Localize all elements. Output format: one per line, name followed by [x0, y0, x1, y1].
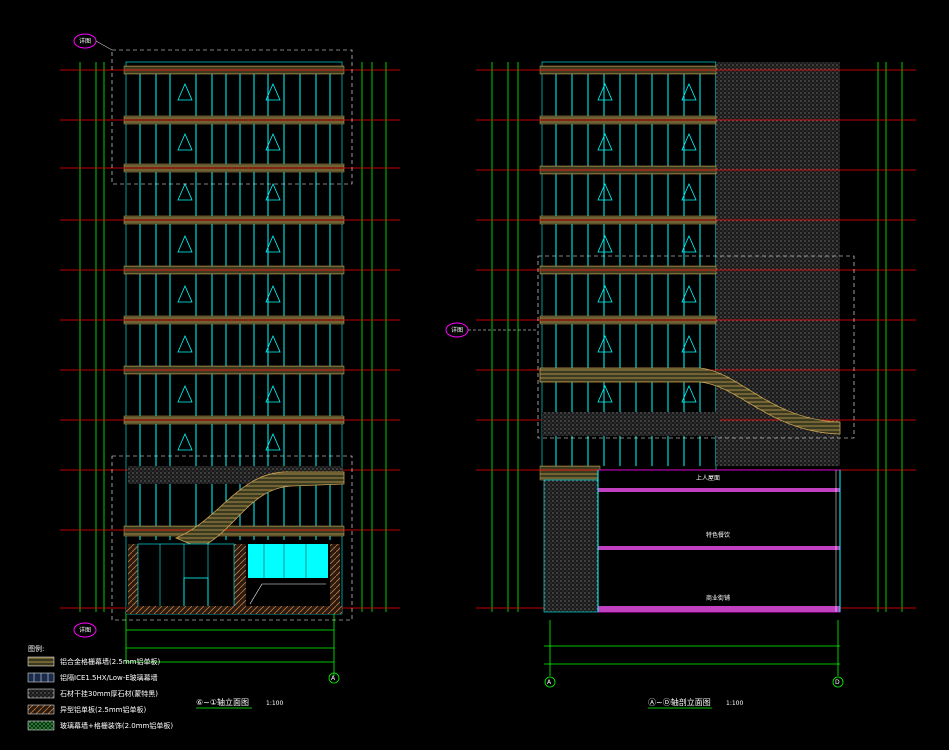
- legend-item: 异型铝单板(2.5mm铝单板): [27, 704, 147, 715]
- left-curved-canopy: [174, 471, 345, 549]
- left-building-facade: [125, 61, 343, 615]
- legend-item: 铝隔ICE1.5HX/Low-E玻璃幕墙: [27, 672, 158, 683]
- right-title-text: Ⓐ~Ⓓ轴剖立面图: [648, 697, 711, 707]
- right-axis-bubble-end: D: [832, 676, 844, 688]
- right-podium-section: [543, 469, 841, 613]
- left-drawing-title: ⑥~①轴立面图 1:100: [196, 697, 283, 709]
- right-elevation: 上人屋面 特色餐饮 商业街铺 详图 A D Ⓐ~Ⓓ轴剖立面图 1:100: [445, 61, 916, 709]
- left-callout-top: 详图: [73, 33, 113, 51]
- right-drawing-title: Ⓐ~Ⓓ轴剖立面图 1:100: [648, 697, 743, 709]
- left-floor-level-lines: [60, 69, 400, 609]
- legend-item: 玻璃幕墙+格栅装饰(2.0mm铝单板): [27, 720, 173, 731]
- legend-heading: 图例:: [28, 644, 44, 653]
- left-callout-bottom-label: 详图: [79, 626, 91, 634]
- right-window-markers: [597, 83, 697, 403]
- left-axis-bubble: A: [328, 672, 340, 684]
- legend-swatch-aluminum: [27, 704, 55, 715]
- right-axis-bubble-start: A: [544, 676, 556, 688]
- right-dimension-lines: [491, 62, 903, 676]
- left-title-text: ⑥~①轴立面图: [196, 697, 249, 707]
- left-axis-end-label: A: [331, 675, 336, 682]
- left-ground-floor: [126, 543, 342, 614]
- left-elevation: 详图 详图 A ⑥~①轴立面图 1:100: [60, 33, 400, 709]
- legend: 图例: 铝合金格栅幕墙(2.5mm铝单板) 铝隔ICE1.5HX/Low-E玻璃…: [27, 644, 173, 731]
- legend-item-label: 铝合金格栅幕墙(2.5mm铝单板): [60, 657, 161, 666]
- right-scale-text: 1:100: [726, 700, 743, 707]
- legend-item-label: 异型铝单板(2.5mm铝单板): [60, 705, 147, 714]
- left-detail-box-bottom: [111, 455, 353, 621]
- left-detail-box-top: [111, 49, 353, 185]
- legend-item-label: 铝隔ICE1.5HX/Low-E玻璃幕墙: [60, 673, 158, 682]
- left-callout-bottom: 详图: [73, 622, 97, 638]
- left-window-markers: [177, 83, 281, 451]
- right-axis-start-label: A: [547, 679, 552, 686]
- legend-swatch-grille: [27, 656, 55, 667]
- right-curved-canopy: [539, 367, 841, 435]
- left-shopfront-glass: [248, 544, 328, 578]
- legend-swatch-glass-grille: [27, 720, 55, 731]
- left-scale-text: 1:100: [266, 700, 283, 707]
- left-dimension-lines: [79, 62, 387, 676]
- right-axis-end-label: D: [835, 679, 840, 686]
- legend-item-label: 玻璃幕墙+格栅装饰(2.0mm铝单板): [60, 721, 173, 730]
- left-callout-top-label: 详图: [79, 37, 91, 45]
- right-section-wall-fill: [716, 62, 840, 466]
- legend-item: 石材干挂30mm厚石材(蒙特黑): [27, 688, 158, 699]
- room-label-dining: 特色餐饮: [706, 531, 730, 539]
- right-callout-mid: 详图: [445, 322, 538, 338]
- left-mullions: [139, 68, 331, 540]
- right-callout-mid-label: 详图: [451, 326, 463, 334]
- room-label-shops: 商业街铺: [706, 594, 730, 602]
- legend-swatch-stone: [27, 688, 55, 699]
- room-label-roof: 上人屋面: [696, 474, 720, 482]
- right-detail-box: [537, 255, 855, 439]
- legend-item: 铝合金格栅幕墙(2.5mm铝单板): [27, 656, 161, 667]
- right-stone-band: [542, 412, 720, 436]
- legend-item-label: 石材干挂30mm厚石材(蒙特黑): [60, 689, 158, 698]
